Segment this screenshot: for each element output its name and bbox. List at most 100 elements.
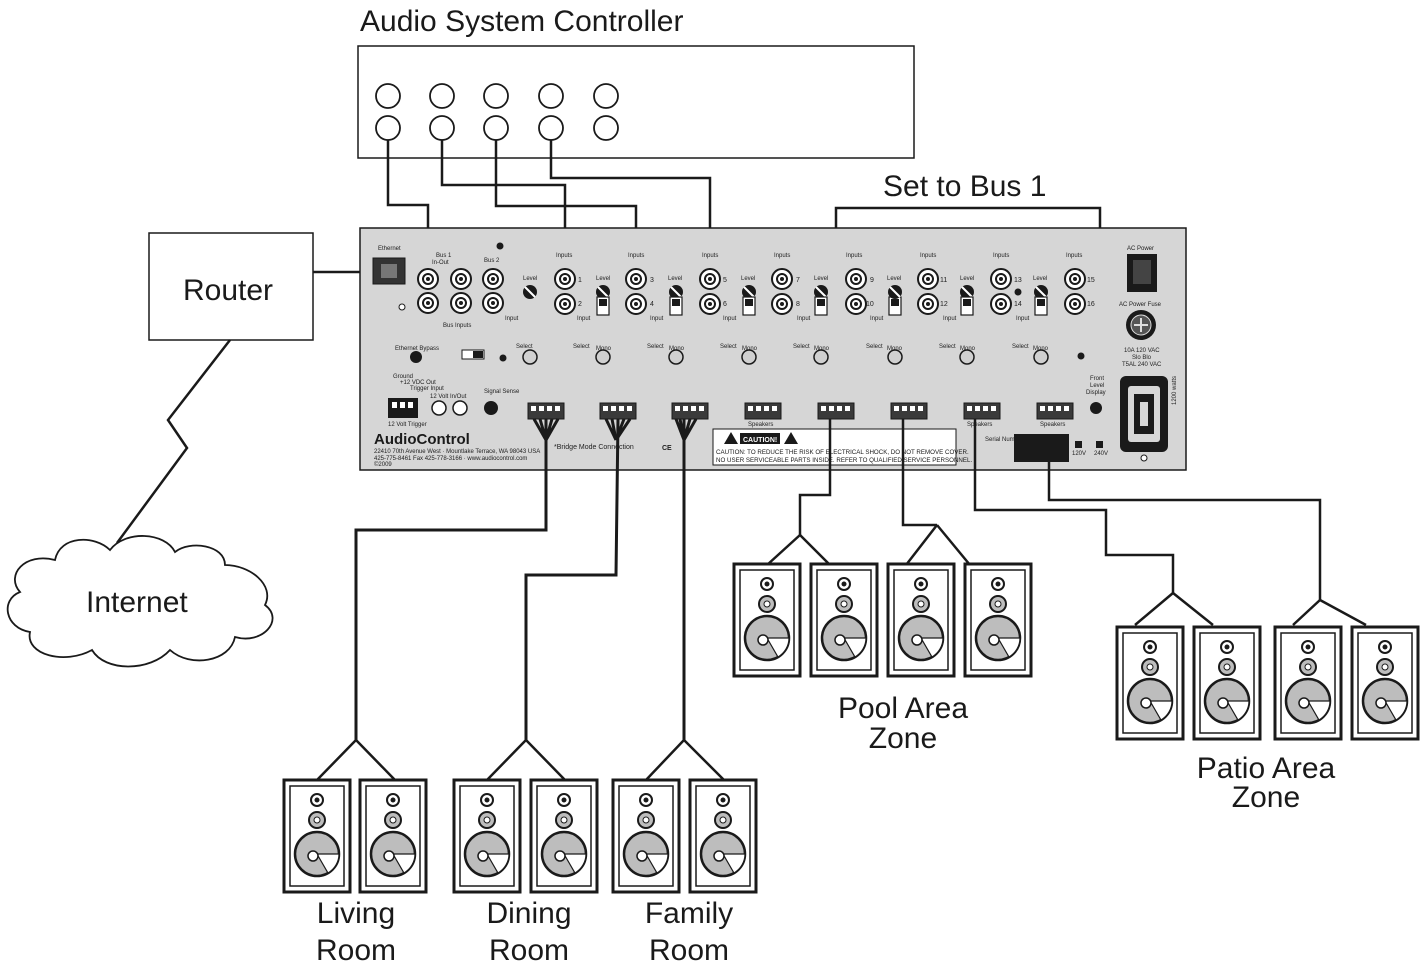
svg-text:Speakers: Speakers <box>967 422 992 428</box>
svg-text:Input: Input <box>870 316 884 322</box>
ac-power-fuse-label: AC Power Fuse <box>1119 302 1162 308</box>
controller-title: Audio System Controller <box>360 5 683 38</box>
channel-pair-15-16: Inputs Level 15 16 Input <box>1016 253 1095 322</box>
svg-text:Inputs: Inputs <box>993 253 1009 259</box>
controller-jacks <box>375 83 619 141</box>
trigger-inout-label: 12 Volt In/Out <box>430 394 467 400</box>
mono-select-row: Select Select Mono Select Mono Select Mo… <box>516 344 1085 365</box>
svg-text:Select: Select <box>1012 344 1029 350</box>
svg-text:10: 10 <box>866 301 874 308</box>
speaker-terminals: Speakers Speakers Speakers <box>527 402 1074 428</box>
ethernet-label: Ethernet <box>378 246 401 252</box>
zone-label-dining: Dining Room <box>486 897 571 967</box>
svg-text:14: 14 <box>1014 301 1022 308</box>
svg-text:Level: Level <box>668 276 682 282</box>
ground-label: Ground <box>393 374 413 380</box>
svg-text:Room: Room <box>649 934 729 967</box>
svg-text:Level: Level <box>814 276 828 282</box>
channel-pair-9-10: Inputs Level 9 10 Input <box>797 253 902 322</box>
svg-text:Input: Input <box>505 316 519 322</box>
svg-text:Zone: Zone <box>1232 781 1300 814</box>
svg-text:Slo Blo: Slo Blo <box>1132 355 1152 361</box>
zone-label-living: Living Room <box>316 897 396 967</box>
svg-text:3: 3 <box>650 277 654 284</box>
zone-label-patio: Patio Area Zone <box>1197 752 1336 814</box>
svg-text:Dining: Dining <box>486 897 571 930</box>
svg-text:9: 9 <box>870 277 874 284</box>
svg-text:Inputs: Inputs <box>846 253 862 259</box>
svg-text:Inputs: Inputs <box>556 253 572 259</box>
svg-text:Inputs: Inputs <box>1066 253 1082 259</box>
serial-number-label: Serial Number <box>985 437 1023 443</box>
svg-text:Level: Level <box>523 276 537 282</box>
watts-label: 1200 watts <box>1172 376 1178 405</box>
zone-label-pool: Pool Area Zone <box>838 692 968 755</box>
channel-pair-1-2: Inputs Level 1 2 Input <box>505 253 582 322</box>
bus-note-label: Set to Bus 1 <box>883 170 1046 203</box>
speakers-patio-area <box>1115 625 1420 741</box>
svg-text:T5AL 240 VAC: T5AL 240 VAC <box>1122 362 1162 368</box>
svg-text:Patio Area: Patio Area <box>1197 752 1336 785</box>
v120-label: 120V <box>1072 451 1086 457</box>
svg-text:13: 13 <box>1014 277 1022 284</box>
channel-pair-7-8: Inputs Level 7 8 Input <box>723 253 800 322</box>
router-label: Router <box>183 274 273 307</box>
trigger-input-label: Trigger Input <box>410 386 444 392</box>
channel-pair-13-14: Inputs Level 13 14 Input <box>943 253 1022 322</box>
svg-text:Input: Input <box>577 316 591 322</box>
serial-number-plate <box>1014 434 1069 462</box>
svg-text:Zone: Zone <box>869 722 937 755</box>
svg-text:Mono: Mono <box>887 346 903 352</box>
svg-text:Level: Level <box>1090 383 1104 389</box>
svg-text:Level: Level <box>596 276 610 282</box>
svg-text:Room: Room <box>316 934 396 967</box>
svg-text:7: 7 <box>796 277 800 284</box>
svg-text:Mono: Mono <box>1033 346 1049 352</box>
svg-text:NO USER SERVICEABLE PARTS INSI: NO USER SERVICEABLE PARTS INSIDE. REFER … <box>716 457 972 464</box>
svg-text:5: 5 <box>723 277 727 284</box>
svg-text:Family: Family <box>645 897 733 930</box>
svg-text:Level: Level <box>887 276 901 282</box>
zone-branches <box>316 419 1367 781</box>
router-box <box>148 232 314 341</box>
svg-text:Mono: Mono <box>814 346 830 352</box>
svg-text:CAUTION: TO REDUCE THE RISK OF: CAUTION: TO REDUCE THE RISK OF ELECTRICA… <box>716 449 969 456</box>
speakers-family-room <box>611 778 758 894</box>
speakers-living-room <box>282 778 428 894</box>
address-line-2: 425-775-8461 Fax 425-778-3166 · www.audi… <box>374 456 527 462</box>
svg-text:Input: Input <box>797 316 811 322</box>
v240-label: 240V <box>1094 451 1108 457</box>
internet-label: Internet <box>86 586 188 619</box>
zone-label-family: Family Room <box>645 897 733 967</box>
svg-text:Input: Input <box>650 316 664 322</box>
vdc-out-label: +12 VDC Out <box>400 380 436 386</box>
ethernet-bypass-label: Ethernet Bypass <box>395 346 439 352</box>
svg-text:Speakers: Speakers <box>1040 422 1065 428</box>
svg-text:Inputs: Inputs <box>774 253 790 259</box>
channel-pair-5-6: Inputs Level 5 6 Input <box>650 253 727 322</box>
internet-cloud <box>6 535 274 668</box>
svg-text:Input: Input <box>1016 316 1030 322</box>
svg-text:Mono: Mono <box>960 346 976 352</box>
trigger-12v-label: 12 Volt Trigger <box>388 422 427 428</box>
svg-text:Level: Level <box>1033 276 1047 282</box>
svg-text:Room: Room <box>489 934 569 967</box>
channel-pair-3-4: Inputs Level 3 4 Input <box>577 253 654 322</box>
speakers-pool-area <box>732 562 1033 678</box>
svg-text:Inputs: Inputs <box>628 253 644 259</box>
svg-text:Pool Area: Pool Area <box>838 692 968 725</box>
ethernet-port <box>372 257 406 285</box>
speakers-dining-room <box>452 778 599 894</box>
svg-text:Inputs: Inputs <box>920 253 936 259</box>
channel-pair-11-12: Inputs Level 11 12 Input <box>870 253 948 322</box>
speaker-wiring <box>354 418 698 740</box>
svg-text:6: 6 <box>723 301 727 308</box>
svg-text:Select: Select <box>647 344 664 350</box>
svg-text:Inputs: Inputs <box>702 253 718 259</box>
svg-text:Select: Select <box>793 344 810 350</box>
svg-text:Mono: Mono <box>596 346 612 352</box>
brand-logo: AudioControl <box>374 431 470 448</box>
bus2-label: Bus 2 <box>484 258 500 264</box>
fuse-rating: 10A 120 VAC <box>1124 348 1160 354</box>
